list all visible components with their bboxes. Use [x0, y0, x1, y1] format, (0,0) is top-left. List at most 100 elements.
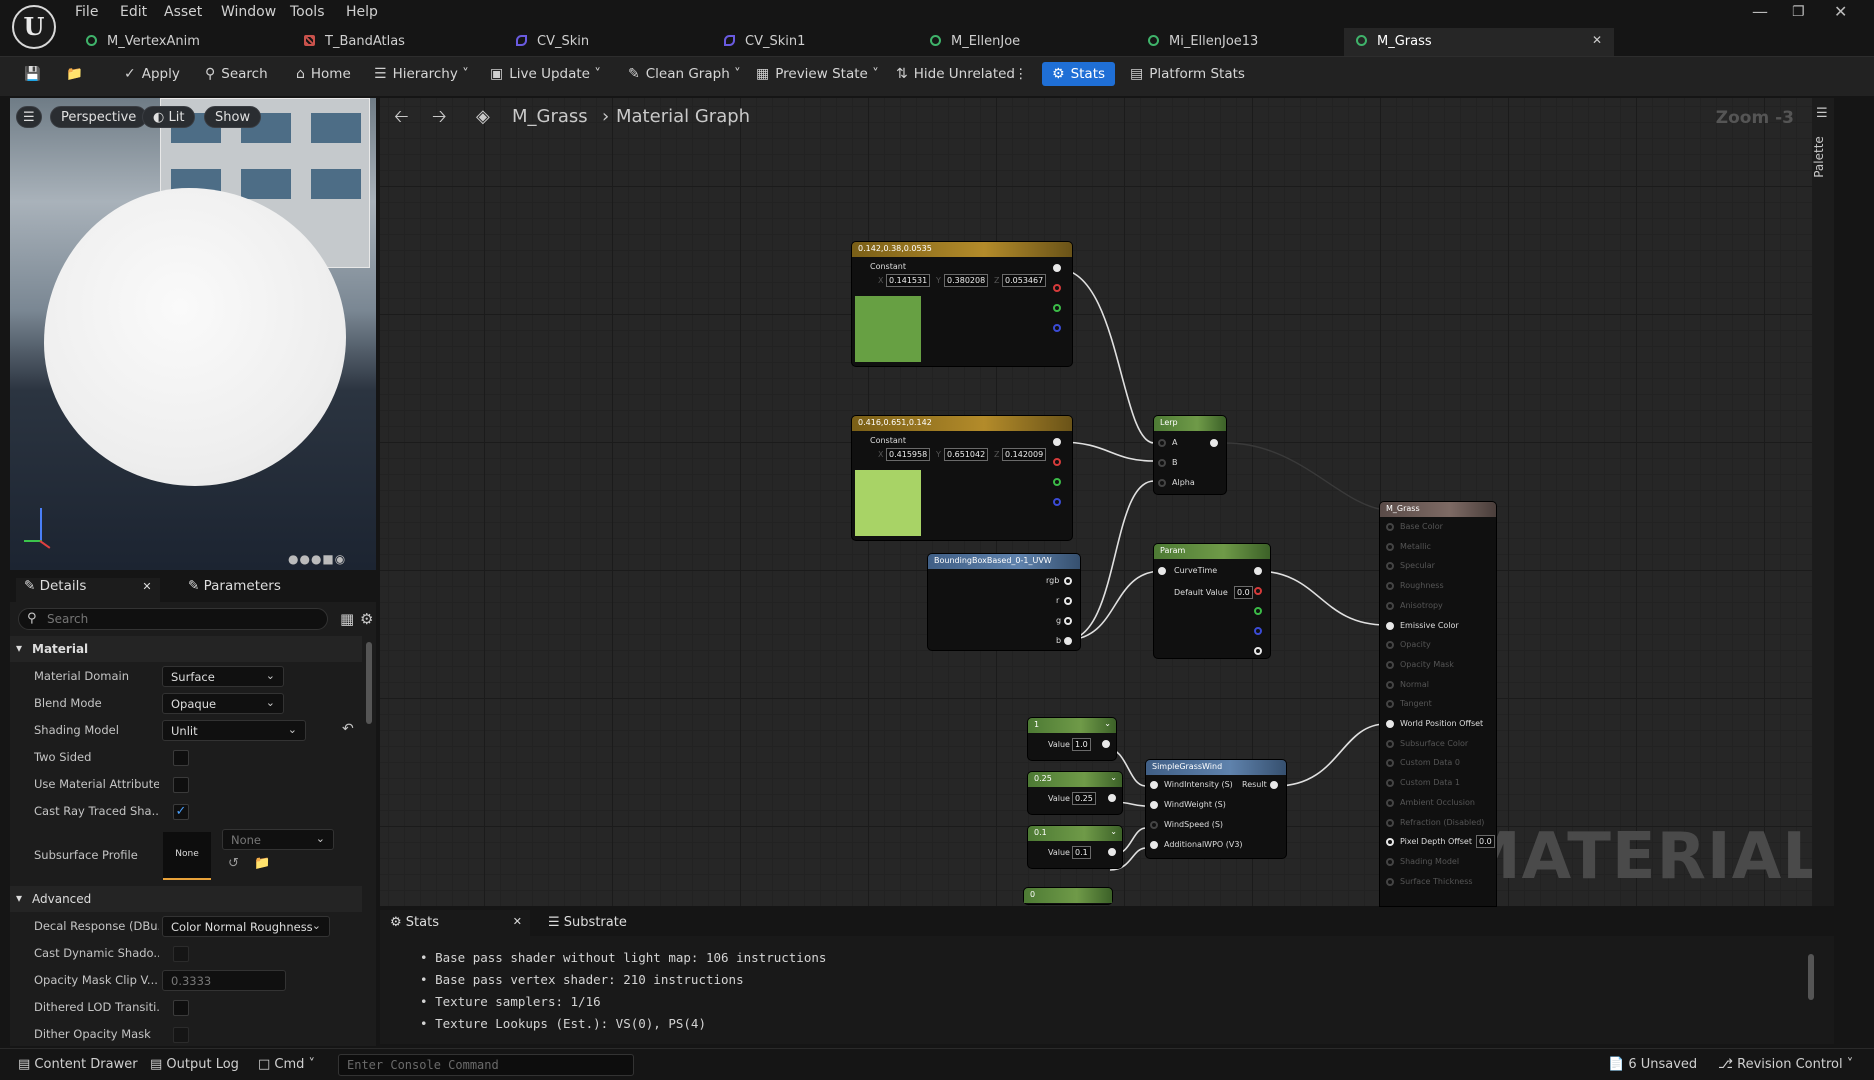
close-tab-icon[interactable]: ✕ [1591, 33, 1602, 47]
constant01-value-field[interactable]: 0.1 [1072, 846, 1091, 859]
output-pin-g[interactable] [1053, 478, 1061, 486]
result-input-pin[interactable] [1386, 739, 1394, 748]
output-log-button[interactable]: ▤ Output Log [150, 1057, 239, 1072]
tab-t-bandatlas[interactable]: T_BandAtlas [292, 28, 472, 56]
unsaved-button[interactable]: 📄 6 Unsaved [1608, 1057, 1698, 1072]
output-pin-g[interactable] [1254, 607, 1262, 615]
menu-window[interactable]: Window [221, 4, 277, 20]
cast-dynamic-shadow-checkbox[interactable] [173, 946, 189, 962]
details-search-input[interactable] [47, 611, 317, 627]
input-pin-curvetime[interactable] [1158, 567, 1166, 575]
viewport-menu-icon[interactable]: ☰ [16, 106, 42, 128]
close-details-icon[interactable]: ✕ [142, 580, 152, 593]
browse-asset-icon[interactable]: 📁 [254, 856, 271, 871]
output-pin-r[interactable] [1053, 284, 1061, 292]
dithered-lod-checkbox[interactable] [173, 1000, 189, 1016]
result-input-pin[interactable] [1386, 700, 1394, 709]
close-stats-icon[interactable]: ✕ [512, 915, 522, 928]
material-domain-dropdown[interactable]: Surface⌄ [162, 666, 284, 687]
menu-file[interactable]: File [75, 4, 99, 20]
breadcrumb-graph[interactable]: Material Graph [616, 106, 751, 127]
output-pin-g[interactable] [1053, 304, 1061, 312]
input-pin-windintensity[interactable] [1150, 781, 1158, 789]
menu-tools[interactable]: Tools [290, 4, 325, 20]
output-pin-b[interactable] [1064, 637, 1072, 645]
output-pin-r[interactable] [1254, 587, 1262, 595]
palette-sidebar[interactable]: ☰ Palette [1812, 98, 1834, 906]
tab-m-grass[interactable]: M_Grass✕ [1344, 28, 1614, 56]
output-pin[interactable] [1108, 794, 1116, 802]
stats-button[interactable]: ⚙Stats [1042, 62, 1116, 86]
input-pin-windweight[interactable] [1150, 801, 1158, 809]
details-scrollbar[interactable] [366, 642, 372, 724]
menu-help[interactable]: Help [346, 4, 378, 20]
subsurface-profile-dropdown[interactable]: None⌄ [222, 829, 334, 850]
output-pin[interactable] [1102, 740, 1110, 748]
output-pin-g[interactable] [1064, 617, 1072, 625]
result-input-pin[interactable] [1386, 877, 1394, 886]
material-graph-canvas[interactable]: 🡠 🡢 ◈ M_Grass › Material Graph Zoom -3 M… [380, 98, 1834, 906]
home-button[interactable]: ⌂Home [296, 66, 351, 82]
input-pin-a[interactable] [1158, 439, 1166, 447]
browse-icon[interactable]: 📁 [66, 66, 83, 82]
output-pin-rgb[interactable] [1064, 577, 1072, 585]
tab-m-vertexanim[interactable]: M_VertexAnim [74, 28, 254, 56]
revision-control-button[interactable]: ⎇ Revision Control ˅ [1718, 1057, 1854, 1072]
use-selected-icon[interactable]: ↺ [228, 856, 239, 871]
pixel-depth-offset-field[interactable]: 0.0 [1476, 835, 1495, 849]
boundingbox-uvw-node[interactable]: BoundingBoxBased_0-1_UVW rgb r g b [928, 554, 1080, 650]
output-pin-r[interactable] [1053, 458, 1061, 466]
result-input-pin[interactable] [1386, 641, 1394, 650]
output-pin-r[interactable] [1064, 597, 1072, 605]
tab-mi-ellenjoe13[interactable]: Mi_EllenJoe13 [1136, 28, 1336, 56]
lit-button[interactable]: ◐ Lit [142, 106, 196, 128]
menu-edit[interactable]: Edit [120, 4, 148, 20]
dither-opacity-checkbox[interactable] [173, 1027, 189, 1043]
tab-m-ellenjoe[interactable]: M_EllenJoe [918, 28, 1078, 56]
input-pin-b[interactable] [1158, 459, 1166, 467]
output-pin[interactable] [1053, 264, 1061, 272]
parameters-tab[interactable]: ✎ Parameters [188, 578, 281, 594]
substrate-tab[interactable]: ☰ Substrate [548, 915, 627, 930]
live-update-button[interactable]: ▣Live Update ˅ [490, 66, 602, 82]
output-pin-b[interactable] [1254, 627, 1262, 635]
constant2-x-field[interactable]: 0.415958 [886, 448, 931, 461]
output-pin-b[interactable] [1053, 498, 1061, 506]
output-pin[interactable] [1254, 567, 1262, 575]
hide-unrelated-button[interactable]: ⇅Hide Unrelated [896, 66, 1015, 82]
constant025-value-field[interactable]: 0.25 [1072, 792, 1096, 805]
input-pin-additionalwpo[interactable] [1150, 841, 1158, 849]
lerp-output-pin[interactable] [1210, 439, 1218, 447]
result-input-pin[interactable] [1386, 621, 1394, 630]
reset-to-default-icon[interactable]: ↶ [342, 721, 354, 737]
collapse-chevron-icon[interactable]: ⌄ [1110, 827, 1117, 836]
result-input-pin[interactable] [1386, 542, 1394, 551]
stats-scrollbar[interactable] [1808, 954, 1814, 1000]
save-icon[interactable]: 💾 [24, 66, 41, 82]
more-options-icon[interactable]: ⋮ [1014, 66, 1028, 82]
result-input-pin[interactable] [1386, 838, 1394, 847]
menu-asset[interactable]: Asset [164, 4, 203, 20]
input-pin-alpha[interactable] [1158, 479, 1166, 487]
material-section-header[interactable]: ▾Material [10, 636, 362, 662]
output-pin-a[interactable] [1254, 647, 1262, 655]
details-tab[interactable]: ✎ Details✕ [16, 578, 160, 602]
preview-state-button[interactable]: ▦Preview State ˅ [756, 66, 879, 82]
hierarchy-button[interactable]: ☰Hierarchy ˅ [374, 66, 469, 82]
tab-cv-skin1[interactable]: CV_Skin1 [712, 28, 862, 56]
constant-node-0[interactable]: 0 [1024, 888, 1112, 904]
forward-arrow-icon[interactable]: 🡢 [432, 106, 447, 127]
restore-icon[interactable]: ❐ [1792, 4, 1805, 20]
close-window-icon[interactable]: ✕ [1834, 2, 1848, 21]
advanced-section-header[interactable]: ▾Advanced [10, 886, 362, 912]
settings-icon[interactable]: ⚙ [360, 610, 374, 628]
back-arrow-icon[interactable]: 🡠 [394, 106, 409, 127]
show-button[interactable]: Show [204, 106, 262, 128]
result-input-pin[interactable] [1386, 779, 1394, 788]
